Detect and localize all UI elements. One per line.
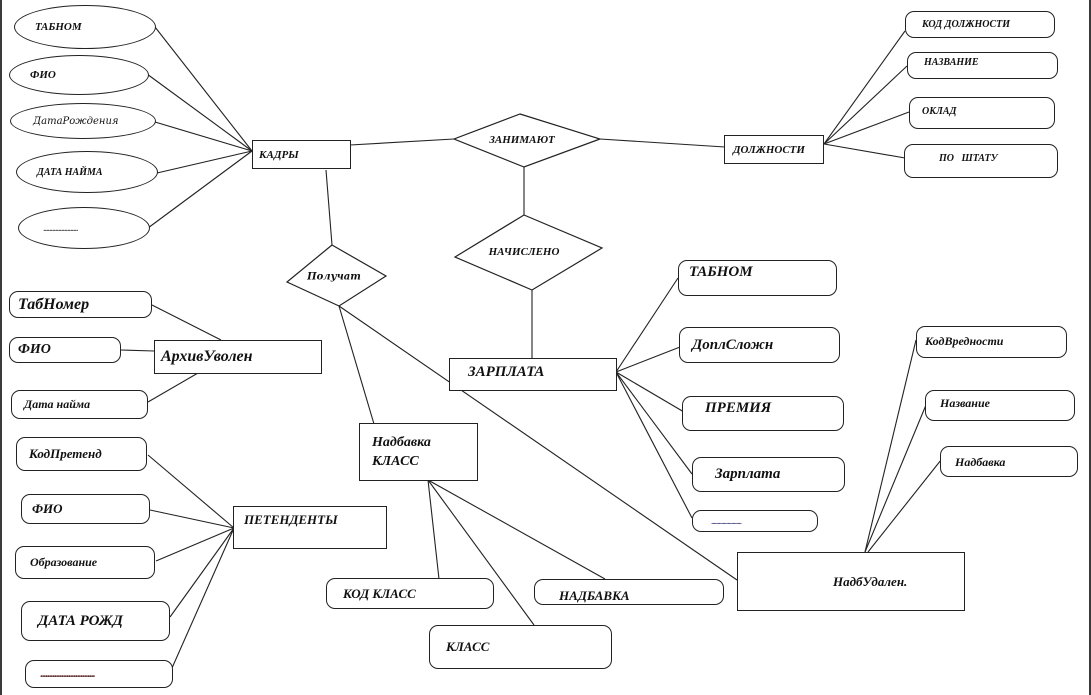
connector — [154, 121, 253, 152]
connector — [147, 454, 235, 529]
connector — [599, 138, 726, 148]
relationship-zanimayut-diamond[interactable] — [452, 113, 602, 168]
connector — [119, 349, 155, 352]
attr-nadbavka-klass-klass[interactable]: КЛАСС — [429, 625, 612, 669]
attr-petendenty-kodpretend[interactable]: КодПретенд — [16, 437, 147, 471]
entity-nadb-udalen[interactable]: НадбУдален. — [737, 552, 965, 611]
connector — [427, 479, 606, 580]
attr-nadb-udalen-nazvanie[interactable]: Название — [925, 390, 1075, 421]
attr-kadry-data-nayma[interactable]: ДАТА НАЙМА — [16, 151, 158, 193]
relationship-nachisleno-diamond[interactable] — [453, 214, 604, 291]
connector — [427, 479, 440, 580]
connector — [615, 371, 693, 519]
connector — [615, 346, 681, 373]
attr-arhiv-fio[interactable]: ФИО — [9, 337, 121, 363]
connector — [151, 304, 222, 341]
attr-nadbavka-klass-nadbavka[interactable]: НАДБАВКА — [534, 579, 724, 605]
attr-kadry-fio[interactable]: ФИО — [9, 55, 149, 95]
attr-petendenty-data-rozhd[interactable]: ДАТА РОЖД — [21, 601, 170, 641]
attr-nadbavka-klass-kod[interactable]: КОД КЛАСС — [326, 578, 494, 609]
connector — [147, 150, 253, 229]
attr-nadb-udalen-nadbavka[interactable]: Надбавка — [940, 446, 1078, 477]
attr-petendenty-obrazovanie[interactable]: Образование — [15, 546, 155, 579]
connector — [146, 73, 253, 152]
connector — [155, 527, 235, 562]
attr-zarplata-zarplata[interactable]: Зарплата — [692, 457, 845, 492]
entity-arhiv-uvolen[interactable]: АрхивУволен — [154, 340, 322, 374]
attr-zarplata-tabnom[interactable]: ТАБНОМ — [678, 260, 837, 296]
attr-petendenty-fio[interactable]: ФИО — [21, 494, 150, 524]
attr-zarplata-more[interactable]: ........................ — [692, 510, 818, 532]
connector — [349, 138, 455, 146]
connector — [338, 305, 738, 581]
connector — [156, 150, 253, 174]
connector — [823, 143, 906, 159]
connector — [823, 111, 910, 145]
connector — [615, 371, 685, 413]
attr-nadb-udalen-kodvrednosti[interactable]: КодВредности — [916, 326, 1067, 358]
entity-zarplata[interactable]: ЗАРПЛАТА — [449, 358, 617, 391]
attr-kadry-tabnom[interactable]: ТАБНОМ — [14, 5, 156, 49]
connector — [147, 372, 199, 403]
relationship-poluchat-label: Получат — [307, 271, 361, 283]
connector — [325, 169, 333, 246]
connector — [823, 30, 906, 145]
attr-dolzhnosti-kod[interactable]: КОД ДОЛЖНОСТИ — [905, 11, 1055, 38]
connector — [154, 26, 253, 152]
attr-dolzhnosti-po-shtatu[interactable]: ПО ШТАТУ — [904, 144, 1058, 178]
connector — [169, 527, 235, 618]
attr-arhiv-tabnomer[interactable]: ТабНомер — [9, 291, 152, 318]
attr-dolzhnosti-oklad[interactable]: ОКЛАД — [909, 97, 1055, 129]
attr-arhiv-data-nayma[interactable]: Дата найма — [11, 390, 148, 419]
connector — [823, 65, 908, 145]
attr-zarplata-premiya[interactable]: ПРЕМИЯ — [682, 396, 844, 431]
relationship-nachisleno-label: НАЧИСЛЕНО — [488, 246, 560, 258]
entity-kadry[interactable]: КАДРЫ — [252, 140, 351, 169]
connector — [427, 479, 535, 626]
connector — [171, 527, 235, 669]
attr-kadry-data-rozhdeniya[interactable]: ДатаРождения — [10, 103, 156, 139]
attr-petendenty-more[interactable]: ............................... — [25, 660, 173, 688]
attr-kadry-more[interactable]: ....................... — [18, 207, 150, 249]
relationship-zanimayut-label: ЗАНИМАЮТ — [489, 134, 555, 146]
relationship-poluchat-diamond[interactable] — [285, 244, 388, 307]
connector — [864, 339, 917, 553]
connector — [615, 277, 679, 373]
connector — [867, 459, 942, 553]
connector — [149, 509, 235, 529]
entity-dolzhnosti[interactable]: ДОЛЖНОСТИ — [724, 135, 824, 164]
attr-dolzhnosti-nazvanie[interactable]: НАЗВАНИЕ — [907, 52, 1058, 79]
connector — [615, 371, 693, 475]
entity-nadbavka-klass[interactable]: Надбавка КЛАСС — [359, 423, 478, 481]
attr-zarplata-doplslozhn[interactable]: ДоплСложн — [679, 327, 840, 363]
connector — [338, 305, 375, 425]
entity-petendenty[interactable]: ПЕТЕНДЕНТЫ — [233, 506, 387, 549]
connector — [864, 404, 927, 553]
